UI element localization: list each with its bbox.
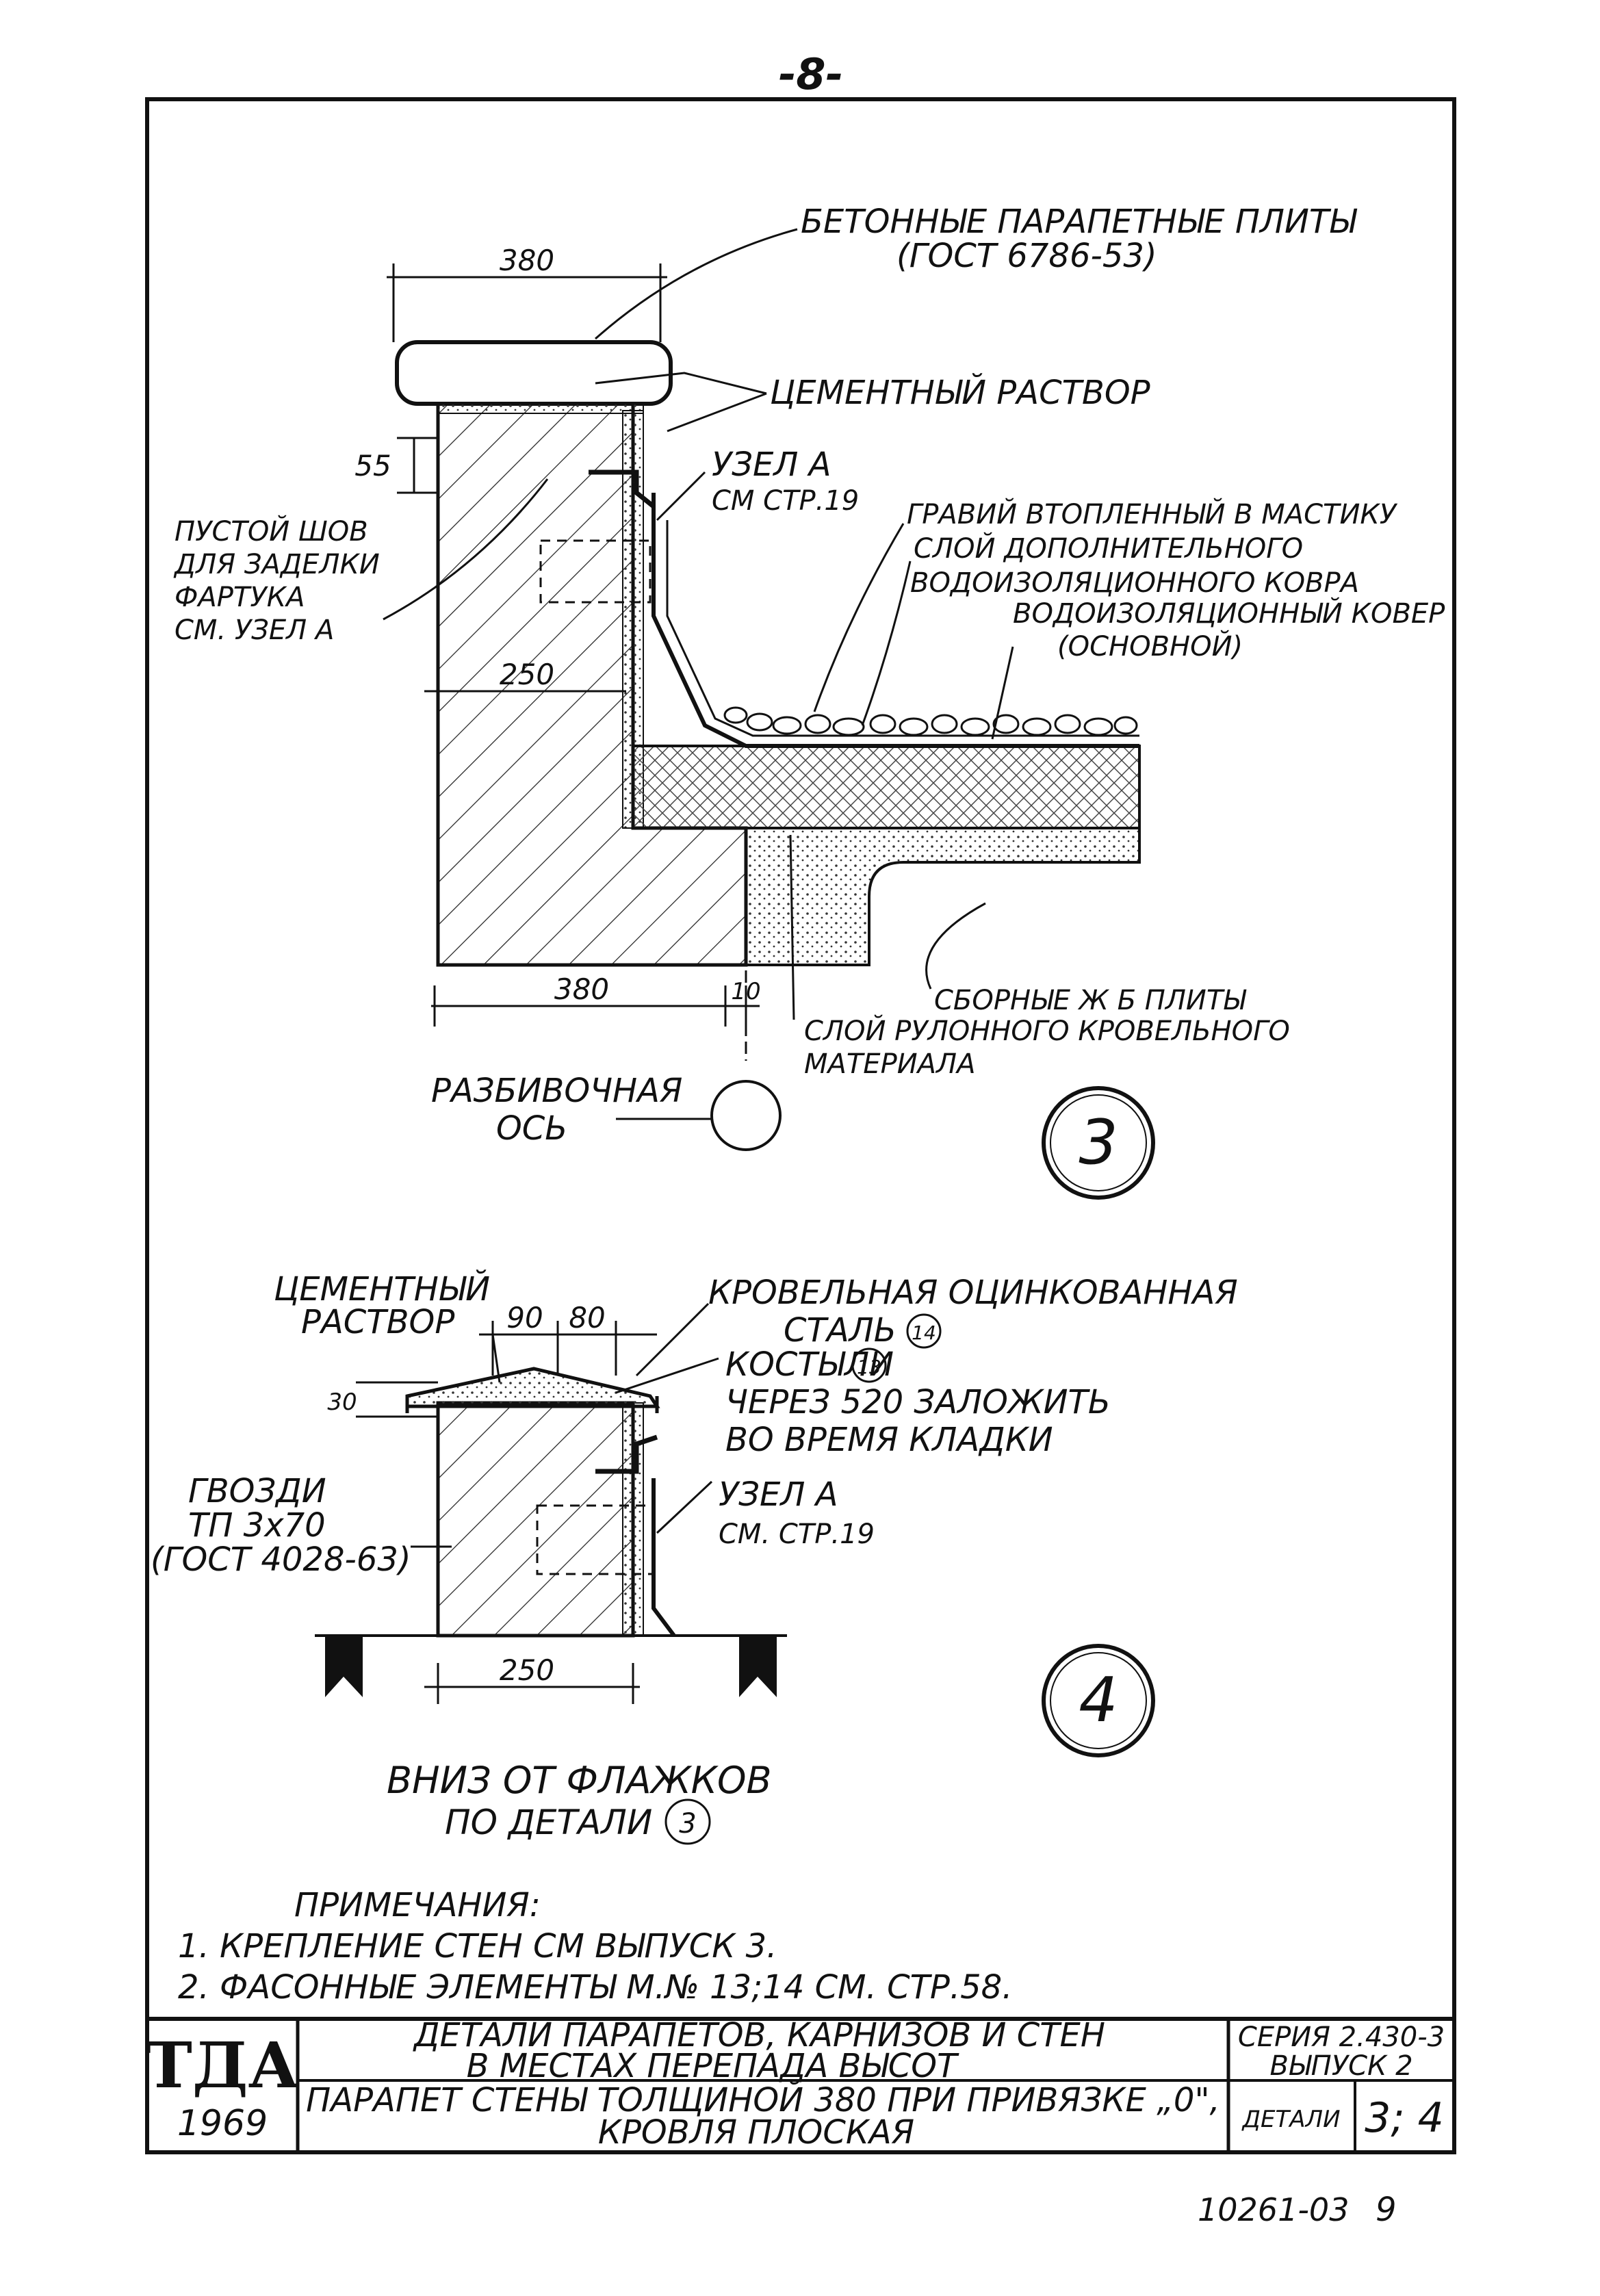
wall-hatched [436,1401,635,1638]
below-ref-bubble [664,1798,711,1845]
callout-crutch-l3: ВО ВРЕМЯ КЛАДКИ [725,1421,1053,1459]
right-ground-block [739,1636,777,1697]
year: 1969 [177,2103,268,2144]
flashing-hook [589,469,656,508]
notes: ПРИМЕЧАНИЯ: 1. КРЕПЛЕНИЕ СТЕН СМ ВЫПУСК … [178,1886,1012,2007]
sloped-flashing [651,493,1139,748]
callout-roll-layer-l1: СЛОЙ РУЛОННОГО КРОВЕЛЬНОГО [804,1014,1290,1047]
leader-lines-4 [411,1302,719,1548]
crutch-ref-bubble [851,1347,887,1383]
details-value: 3; 4 [1365,2094,1444,2142]
doc-number: 10261-03 [1198,2191,1349,2228]
callout-cement-l1: ЦЕМЕНТНЫЙ [274,1269,490,1308]
dim-55: 55 [354,449,391,482]
detail-3-bubble [1042,1086,1155,1200]
parapet-cap-slab [395,340,673,406]
callout-node-a-4-l2: СМ. СТР.19 [719,1519,875,1550]
sheet-frame [145,97,1456,2154]
callout-steel-l1: КРОВЕЛЬНАЯ ОЦИНКОВАННАЯ [708,1274,1238,1312]
note-2: 2. ФАСОННЫЕ ЭЛЕМЕНТЫ М.№ 13;14 СМ. СТР.5… [178,1968,1012,2007]
callout-node-a-4-l1: УЗЕЛ А [719,1475,838,1514]
waterproofing-carpet [666,520,1139,737]
steel-ref-bubble [906,1313,942,1349]
detail-3-bubble-inner [1050,1094,1147,1191]
dim-bottom-380: 380 [554,972,609,1006]
subtitle-line-2: КРОВЛЯ ПЛОСКАЯ [598,2113,914,2152]
notes-heading: ПРИМЕЧАНИЯ: [294,1886,541,1924]
detail-3-number: 3 [1079,1107,1118,1178]
sheet-number: 9 [1376,2191,1397,2229]
callout-node-a-l2: СМ СТР.19 [712,485,859,517]
callout-node-a-l1: УЗЕЛ А [712,446,831,484]
below-flags-l1: ВНИЗ ОТ ФЛАЖКОВ [387,1759,772,1802]
detail-4: 90 80 30 250 ЦЕМЕНТНЫЙ РАСТВОР КРОВЕЛЬНА… [151,1269,1238,1845]
title-line-2: В МЕСТАХ ПЕРЕПАДА ВЫСОТ [467,2047,959,2085]
dim-top-380: 380 [500,244,554,277]
gravel-layer [723,706,1138,736]
callout-parapet-slabs-l2: (ГОСТ 6786-53) [896,237,1157,275]
dim-250-4: 250 [500,1653,554,1687]
title-block: ТДА 1969 ДЕТАЛИ ПАРАПЕТОВ, КАРНИЗОВ И СТ… [145,2016,1454,2152]
series-line-1: СЕРИЯ 2.430-3 [1238,2022,1445,2053]
callout-nails-l1: ГВОЗДИ [188,1472,326,1510]
below-flags-l2: ПО ДЕТАЛИ [445,1803,652,1842]
cement-mortar-bed [437,403,644,414]
detail-4-number: 4 [1079,1664,1118,1736]
crutch-bracket [595,1434,658,1474]
detail-3: 380 55 250 380 10 БЕТОННЫЕ ПАРАПЕТНЫЕ ПЛ… [173,203,1445,1200]
callout-empty-joint-l3: ФАРТУКА [175,582,305,613]
callout-gravel: ГРАВИЙ ВТОПЛЕННЫЙ В МАСТИКУ [907,498,1398,530]
dim-250: 250 [500,658,554,691]
anchor-zone [539,539,651,604]
callout-parapet-slabs-l1: БЕТОННЫЕ ПАРАПЕТНЫЕ ПЛИТЫ [801,203,1358,241]
detail-4-bubble [1042,1644,1155,1757]
left-ground-block [325,1636,363,1697]
axis-bubble [710,1080,782,1151]
callout-crutch-l1: КОСТЫЛИ [725,1345,894,1384]
dim-30: 30 [327,1389,357,1416]
steel-cap [405,1367,660,1408]
leader-lines [383,228,1014,1020]
below-ref: 3 [679,1808,696,1840]
callout-cement-l2: РАСТВОР [301,1303,454,1341]
flashing-vertical [651,1478,676,1637]
callout-roll-layer-l2: МАТЕРИАЛА [804,1048,975,1080]
callout-steel-l2: СТАЛЬ [784,1311,896,1350]
callout-axis-l2: ОСЬ [496,1109,567,1148]
callout-empty-joint-l1: ПУСТОЙ ШОВ [175,515,368,547]
title-line-1: ДЕТАЛИ ПАРАПЕТОВ, КАРНИЗОВ И СТЕН [413,2016,1105,2054]
callout-axis-l1: РАЗБИВОЧНАЯ [431,1072,682,1110]
callout-extra-layer-l1: СЛОЙ ДОПОЛНИТЕЛЬНОГО [914,532,1303,565]
crutch-ref: 13 [857,1356,881,1378]
detail-4-bubble-inner [1050,1652,1147,1749]
steel-ref: 14 [912,1321,936,1344]
callout-cement-mortar: ЦЕМЕНТНЫЙ РАСТВОР [770,373,1150,412]
callout-extra-layer-l2: ВОДОИЗОЛЯЦИОННОГО КОВРА [910,567,1359,599]
subtitle-line-1: ПАРАПЕТ СТЕНЫ ТОЛЩИНОЙ 380 ПРИ ПРИВЯЗКЕ … [306,2080,1220,2119]
callout-empty-joint-l4: СМ. УЗЕЛ А [175,615,334,646]
callout-precast-slabs: СБОРНЫЕ Ж Б ПЛИТЫ [934,985,1247,1016]
dim-lines [387,263,760,1027]
org-stamp: ТДА [145,2028,299,2102]
dim-10: 10 [731,978,760,1005]
details-label: ДЕТАЛИ [1241,2106,1340,2133]
wall-plaster-strip [622,1402,644,1636]
callout-nails-l2: ТП 3х70 [188,1506,326,1545]
dim-80: 80 [569,1301,605,1334]
note-1: 1. КРЕПЛЕНИЕ СТЕН СМ ВЫПУСК 3. [178,1927,777,1965]
callout-main-carpet-l2: (ОСНОВНОЙ) [1057,630,1243,662]
dim-90: 90 [506,1301,543,1334]
series-line-2: ВЫПУСК 2 [1269,2050,1412,2082]
callout-crutch-l2: ЧЕРЕЗ 520 ЗАЛОЖИТЬ [725,1383,1111,1421]
callout-nails-l3: (ГОСТ 4028-63) [151,1540,411,1579]
callout-empty-joint-l2: ДЛЯ ЗАДЕЛКИ [173,549,380,580]
page-number: -8- [779,49,844,99]
dim-lines-4 [356,1321,657,1704]
roof-insulation-layer [632,745,1141,829]
precast-slab [745,827,1141,966]
callout-main-carpet-l1: ВОДОИЗОЛЯЦИОННЫЙ КОВЕР [1013,597,1445,630]
